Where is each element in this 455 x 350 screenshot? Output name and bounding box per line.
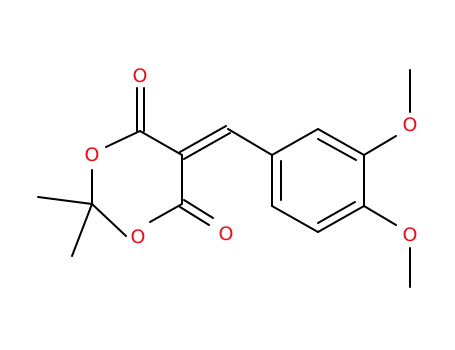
bond-ar2-ar3 xyxy=(317,128,365,156)
atom-label: O xyxy=(219,223,234,245)
bond-exo-double-b xyxy=(183,132,231,160)
atom-o-carbonyl-top: O xyxy=(133,65,148,87)
bond-ar3-o-meta xyxy=(363,135,397,156)
bond-ar1-ar2 xyxy=(271,128,319,156)
atom-label: O xyxy=(403,224,418,246)
bond-c4-c5 xyxy=(139,130,183,156)
atom-layer: O O O O O O xyxy=(85,65,418,248)
bond-c6-o-double-a xyxy=(183,199,214,219)
atom-o-ring-left: O xyxy=(85,144,100,166)
atom-label: O xyxy=(85,144,100,166)
bond-ar5-ar6 xyxy=(271,205,319,233)
bond-c2-methyl-a xyxy=(37,196,93,205)
atom-o-methoxy-meta: O xyxy=(403,114,418,136)
atom-label: O xyxy=(403,114,418,136)
bond-layer xyxy=(37,69,411,288)
atom-o-ring-bottom: O xyxy=(131,226,146,248)
bond-ar-inner-b xyxy=(317,201,356,224)
atom-label: O xyxy=(131,226,146,248)
bond-vinyl-aryl xyxy=(227,128,273,156)
bond-o1-c2 xyxy=(91,203,127,237)
atom-o-methoxy-para: O xyxy=(403,224,418,246)
bond-c6-o1 xyxy=(149,203,183,223)
bond-c2-methyl-b xyxy=(71,203,93,257)
bond-exo-double-a xyxy=(179,125,227,153)
bond-ar-inner-a xyxy=(317,138,357,161)
atom-o-carbonyl-bottom: O xyxy=(219,223,234,245)
bond-ar4-o-para xyxy=(363,205,397,226)
atom-label: O xyxy=(133,65,148,87)
bond-c6-o-double-b xyxy=(179,206,210,226)
bond-o3-c4 xyxy=(105,130,141,148)
bond-ar4-ar5 xyxy=(317,205,365,233)
